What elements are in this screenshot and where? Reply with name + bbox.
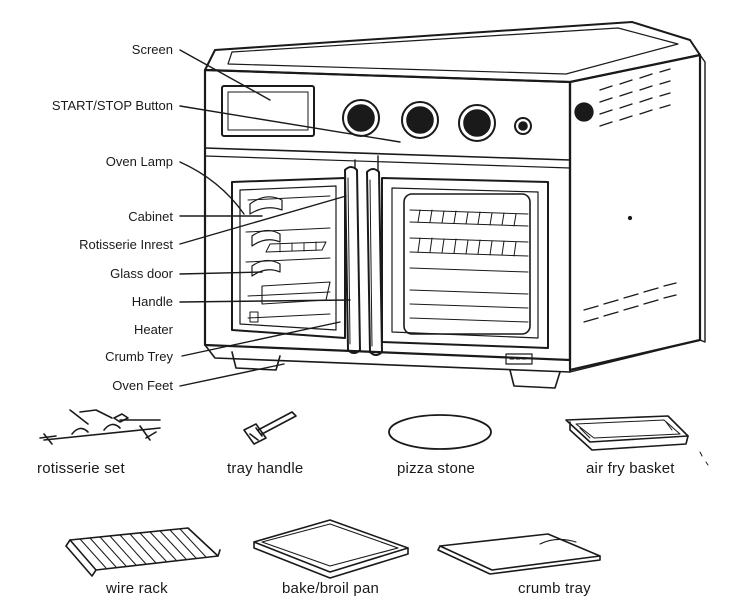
label-crumb-trey: Crumb Trey xyxy=(105,349,173,364)
label-start-stop-button: START/STOP Button xyxy=(51,98,173,113)
label-cabinet: Cabinet xyxy=(128,209,173,224)
label-rotisserie-inrest: Rotisserie Inrest xyxy=(79,237,173,252)
label-heater: Heater xyxy=(133,322,173,337)
label-crumb-tray: crumb tray xyxy=(518,580,591,597)
screen-shape xyxy=(222,86,314,136)
label-tray-handle: tray handle xyxy=(227,460,304,477)
label-glass-door: Glass door xyxy=(110,266,173,281)
tray-handle-icon xyxy=(244,412,296,444)
right-door xyxy=(382,178,548,364)
rotisserie-set-icon xyxy=(40,410,160,444)
start-stop-button-shape xyxy=(515,118,531,134)
wire-rack-icon xyxy=(66,528,220,576)
label-rotisserie-set: rotisserie set xyxy=(37,460,125,477)
leader-lines xyxy=(180,50,400,386)
label-oven-lamp: Oven Lamp xyxy=(105,154,173,169)
oven-body xyxy=(205,22,705,388)
label-pizza-stone: pizza stone xyxy=(397,460,476,477)
left-door xyxy=(232,178,345,338)
side-vents xyxy=(575,69,676,322)
oven-foot-left xyxy=(232,352,280,370)
label-bake-broil-pan: bake/broil pan xyxy=(282,580,380,597)
label-screen: Screen xyxy=(131,42,173,57)
label-wire-rack: wire rack xyxy=(106,580,168,597)
oven-foot-right xyxy=(510,370,560,388)
air-fry-basket-icon xyxy=(566,416,708,465)
label-oven-feet: Oven Feet xyxy=(112,378,173,393)
crumb-tray-icon xyxy=(438,534,600,574)
label-handle: Handle xyxy=(131,294,173,309)
bake-broil-pan-icon xyxy=(254,520,408,578)
control-knobs xyxy=(343,100,531,141)
door-handles xyxy=(345,156,382,355)
label-air-fry-basket: air fry basket xyxy=(586,460,675,477)
pizza-stone-icon xyxy=(389,415,491,449)
